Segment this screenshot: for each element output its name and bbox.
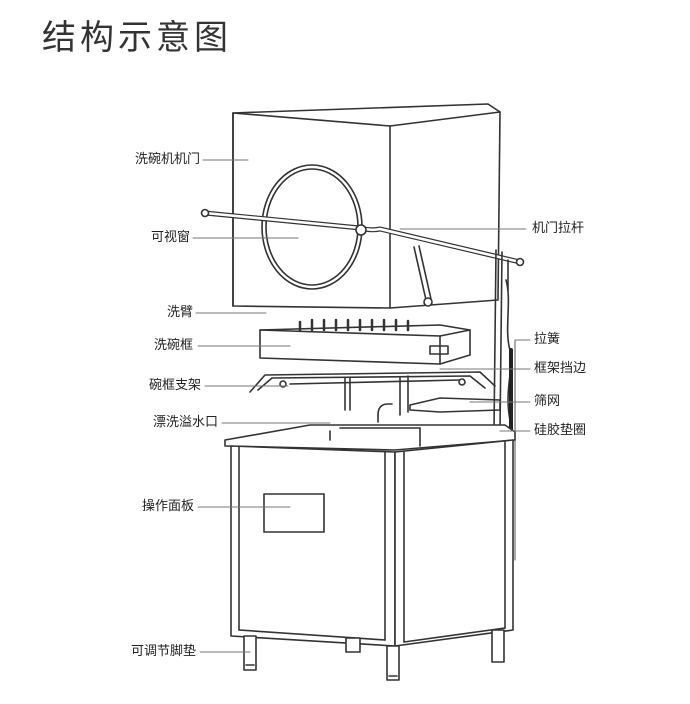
label-door-lever: 机门拉杆 — [532, 221, 585, 236]
wash-arm-nozzles — [298, 318, 410, 332]
label-frame-guard: 框架挡边 — [534, 361, 587, 376]
cabinet-body — [230, 439, 514, 647]
label-feet: 可调节脚垫 — [130, 644, 196, 659]
label-spring: 拉簧 — [534, 332, 561, 347]
page-title: 结构示意图 — [42, 18, 232, 58]
door-hood — [232, 103, 501, 309]
leader-lines — [192, 159, 531, 653]
label-control-panel: 操作面板 — [141, 499, 194, 514]
label-overflow: 漂洗溢水口 — [152, 415, 218, 430]
label-wash-arm: 洗臂 — [166, 305, 193, 320]
dish-basket — [259, 324, 471, 365]
door-lever — [200, 208, 525, 307]
adjustable-feet — [243, 629, 505, 681]
filter-screen — [377, 397, 501, 423]
label-window: 可视窗 — [150, 230, 190, 245]
label-filter: 筛网 — [534, 394, 561, 409]
label-door: 洗碗机机门 — [134, 152, 200, 167]
control-panel — [263, 493, 325, 533]
label-dish-basket: 洗碗框 — [153, 338, 193, 353]
label-gasket: 硅胶垫圈 — [534, 423, 587, 438]
label-basket-rack: 碗框支架 — [148, 378, 201, 393]
basket-rack — [249, 371, 496, 416]
